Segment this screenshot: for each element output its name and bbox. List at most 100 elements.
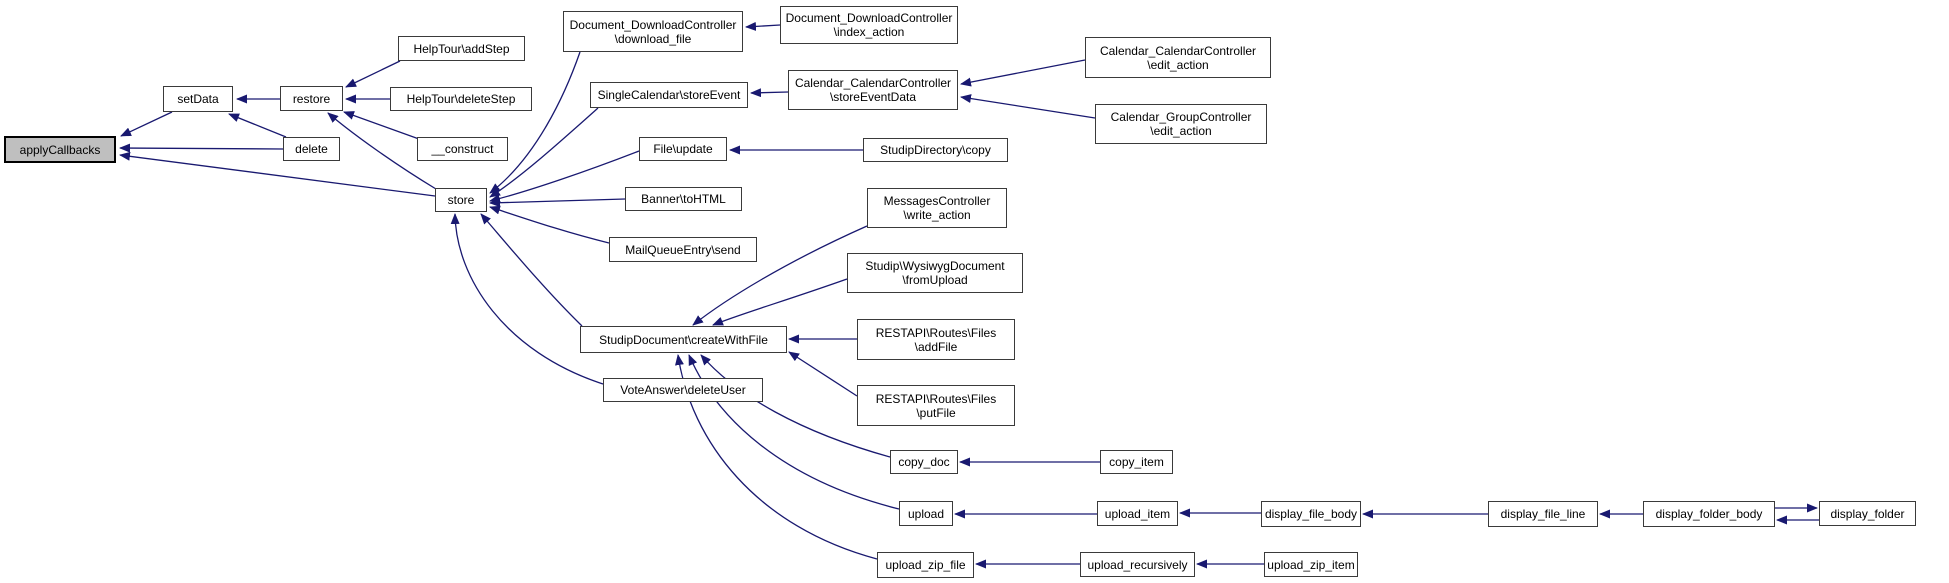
node-display_file_body[interactable]: display_file_body bbox=[1261, 501, 1361, 527]
node-label: upload_recursively bbox=[1087, 557, 1188, 572]
node-label: display_file_line bbox=[1500, 507, 1586, 521]
node-putFile[interactable]: RESTAPI\Routes\Files\putFile bbox=[857, 385, 1015, 426]
node-display_folder[interactable]: display_folder bbox=[1819, 501, 1916, 526]
node-label: HelpTour\deleteStep bbox=[406, 92, 516, 106]
node-group_edit_action[interactable]: Calendar_GroupController\edit_action bbox=[1095, 104, 1267, 144]
node-label: Document_DownloadController bbox=[785, 11, 953, 25]
node-label: restore bbox=[292, 91, 331, 106]
node-label: RESTAPI\Routes\Files bbox=[875, 325, 997, 340]
node-label: \write_action bbox=[903, 208, 971, 222]
node-label: VoteAnswer\deleteUser bbox=[620, 383, 746, 397]
node-label: setData bbox=[177, 92, 219, 106]
node-index_action[interactable]: Document_DownloadController\index_action bbox=[780, 6, 958, 44]
node-label: Banner\toHTML bbox=[641, 192, 726, 206]
node-label: store bbox=[447, 193, 475, 207]
node-label: MailQueueEntry\send bbox=[625, 242, 741, 257]
edge-group_edit_action-to-storeEventData bbox=[960, 94, 1096, 119]
node-addFile[interactable]: RESTAPI\Routes\Files\addFile bbox=[857, 319, 1015, 360]
node-label: Calendar_GroupController bbox=[1110, 110, 1252, 124]
node-banner_toHTML[interactable]: Banner\toHTML bbox=[625, 187, 742, 211]
node-label: upload_zip_item bbox=[1267, 557, 1355, 572]
node-label: \download_file bbox=[614, 31, 692, 46]
node-label: StudipDocument\createWithFile bbox=[599, 332, 768, 347]
node-upload_recursively[interactable]: upload_recursively bbox=[1080, 552, 1195, 577]
edge-fromUpload-to-createWithFile bbox=[712, 278, 848, 326]
node-file_update[interactable]: File\update bbox=[639, 137, 727, 161]
node-fromUpload[interactable]: Studip\WysiwygDocument\fromUpload bbox=[847, 253, 1023, 293]
node-upload[interactable]: upload bbox=[899, 501, 953, 526]
node-applyCallbacks: applyCallbacks bbox=[4, 136, 116, 163]
node-label: \addFile bbox=[914, 339, 958, 354]
node-label: RESTAPI\Routes\Files bbox=[875, 391, 997, 406]
node-createWithFile[interactable]: StudipDocument\createWithFile bbox=[580, 326, 787, 353]
node-label: \storeEventData bbox=[829, 90, 917, 104]
node-label: copy_item bbox=[1109, 455, 1164, 469]
node-label: upload_item bbox=[1104, 506, 1171, 521]
edge-cal_edit_action-to-storeEventData bbox=[960, 59, 1086, 87]
edge-copy_doc-to-createWithFile bbox=[700, 354, 891, 458]
edge-delete-to-setData bbox=[228, 113, 287, 138]
node-display_file_line[interactable]: display_file_line bbox=[1488, 501, 1598, 527]
node-label: \edit_action bbox=[1150, 124, 1212, 138]
edge-mailqueue_send-to-store bbox=[489, 205, 610, 244]
node-mailqueue_send[interactable]: MailQueueEntry\send bbox=[609, 237, 757, 262]
node-label: upload_zip_file bbox=[885, 558, 966, 572]
node-label: __construct bbox=[431, 142, 494, 156]
node-restore[interactable]: restore bbox=[280, 86, 343, 111]
node-write_action[interactable]: MessagesController\write_action bbox=[867, 188, 1007, 228]
node-setData[interactable]: setData bbox=[163, 86, 233, 112]
node-label: applyCallbacks bbox=[19, 142, 101, 157]
node-storeEvent[interactable]: SingleCalendar\storeEvent bbox=[590, 82, 748, 108]
edge-deleteUser-to-store bbox=[450, 213, 604, 385]
node-label: Studip\WysiwygDocument bbox=[865, 259, 1005, 273]
node-label: HelpTour\addStep bbox=[413, 41, 510, 56]
node-label: Document_DownloadController bbox=[569, 17, 737, 32]
node-label: \fromUpload bbox=[902, 273, 968, 287]
node-store[interactable]: store bbox=[435, 188, 487, 212]
edge-download_file-to-store bbox=[489, 51, 581, 194]
edge-construct-to-restore bbox=[343, 111, 420, 140]
node-display_folder_body[interactable]: display_folder_body bbox=[1643, 501, 1775, 527]
node-upload_zip_item[interactable]: upload_zip_item bbox=[1264, 552, 1358, 577]
node-label: \putFile bbox=[916, 405, 956, 420]
node-deleteUser[interactable]: VoteAnswer\deleteUser bbox=[603, 378, 763, 402]
node-label: Calendar_CalendarController bbox=[1099, 43, 1257, 58]
node-storeEventData[interactable]: Calendar_CalendarController\storeEventDa… bbox=[788, 70, 958, 110]
edge-file_update-to-store bbox=[489, 150, 640, 203]
node-label: \index_action bbox=[833, 25, 905, 39]
node-label: display_folder bbox=[1830, 506, 1905, 521]
node-dir_copy[interactable]: StudipDirectory\copy bbox=[863, 138, 1008, 162]
edge-index_action-to-download_file bbox=[745, 21, 781, 31]
edge-putFile-to-createWithFile bbox=[788, 351, 858, 397]
edge-store-to-restore bbox=[327, 112, 437, 190]
edge-storeEventData-to-storeEvent bbox=[750, 88, 789, 98]
edge-delete-to-applyCallbacks bbox=[119, 143, 284, 153]
edge-banner_toHTML-to-store bbox=[489, 198, 626, 208]
node-deleteStep[interactable]: HelpTour\deleteStep bbox=[390, 87, 532, 111]
node-upload_item[interactable]: upload_item bbox=[1097, 501, 1178, 526]
edge-setData-to-applyCallbacks bbox=[120, 111, 173, 137]
node-addStep[interactable]: HelpTour\addStep bbox=[398, 36, 525, 61]
node-upload_zip_file[interactable]: upload_zip_file bbox=[877, 552, 974, 578]
edge-createWithFile-to-store bbox=[480, 213, 583, 327]
edge-addStep-to-restore bbox=[345, 60, 401, 88]
node-label: \edit_action bbox=[1147, 57, 1209, 72]
node-delete[interactable]: delete bbox=[283, 137, 340, 161]
node-label: File\update bbox=[653, 142, 713, 156]
node-construct[interactable]: __construct bbox=[417, 137, 508, 161]
node-label: StudipDirectory\copy bbox=[880, 143, 991, 157]
node-label: display_folder_body bbox=[1655, 507, 1763, 521]
node-label: MessagesController bbox=[883, 194, 991, 208]
edge-group bbox=[119, 21, 1819, 569]
node-label: copy_doc bbox=[898, 455, 950, 469]
node-label: delete bbox=[295, 142, 328, 156]
edge-write_action-to-createWithFile bbox=[692, 225, 868, 326]
node-cal_edit_action[interactable]: Calendar_CalendarController\edit_action bbox=[1085, 37, 1271, 78]
node-label: Calendar_CalendarController bbox=[794, 76, 952, 90]
node-download_file[interactable]: Document_DownloadController\download_fil… bbox=[563, 11, 743, 52]
node-copy_item[interactable]: copy_item bbox=[1100, 450, 1173, 474]
node-label: upload bbox=[907, 506, 945, 521]
node-copy_doc[interactable]: copy_doc bbox=[890, 450, 958, 474]
